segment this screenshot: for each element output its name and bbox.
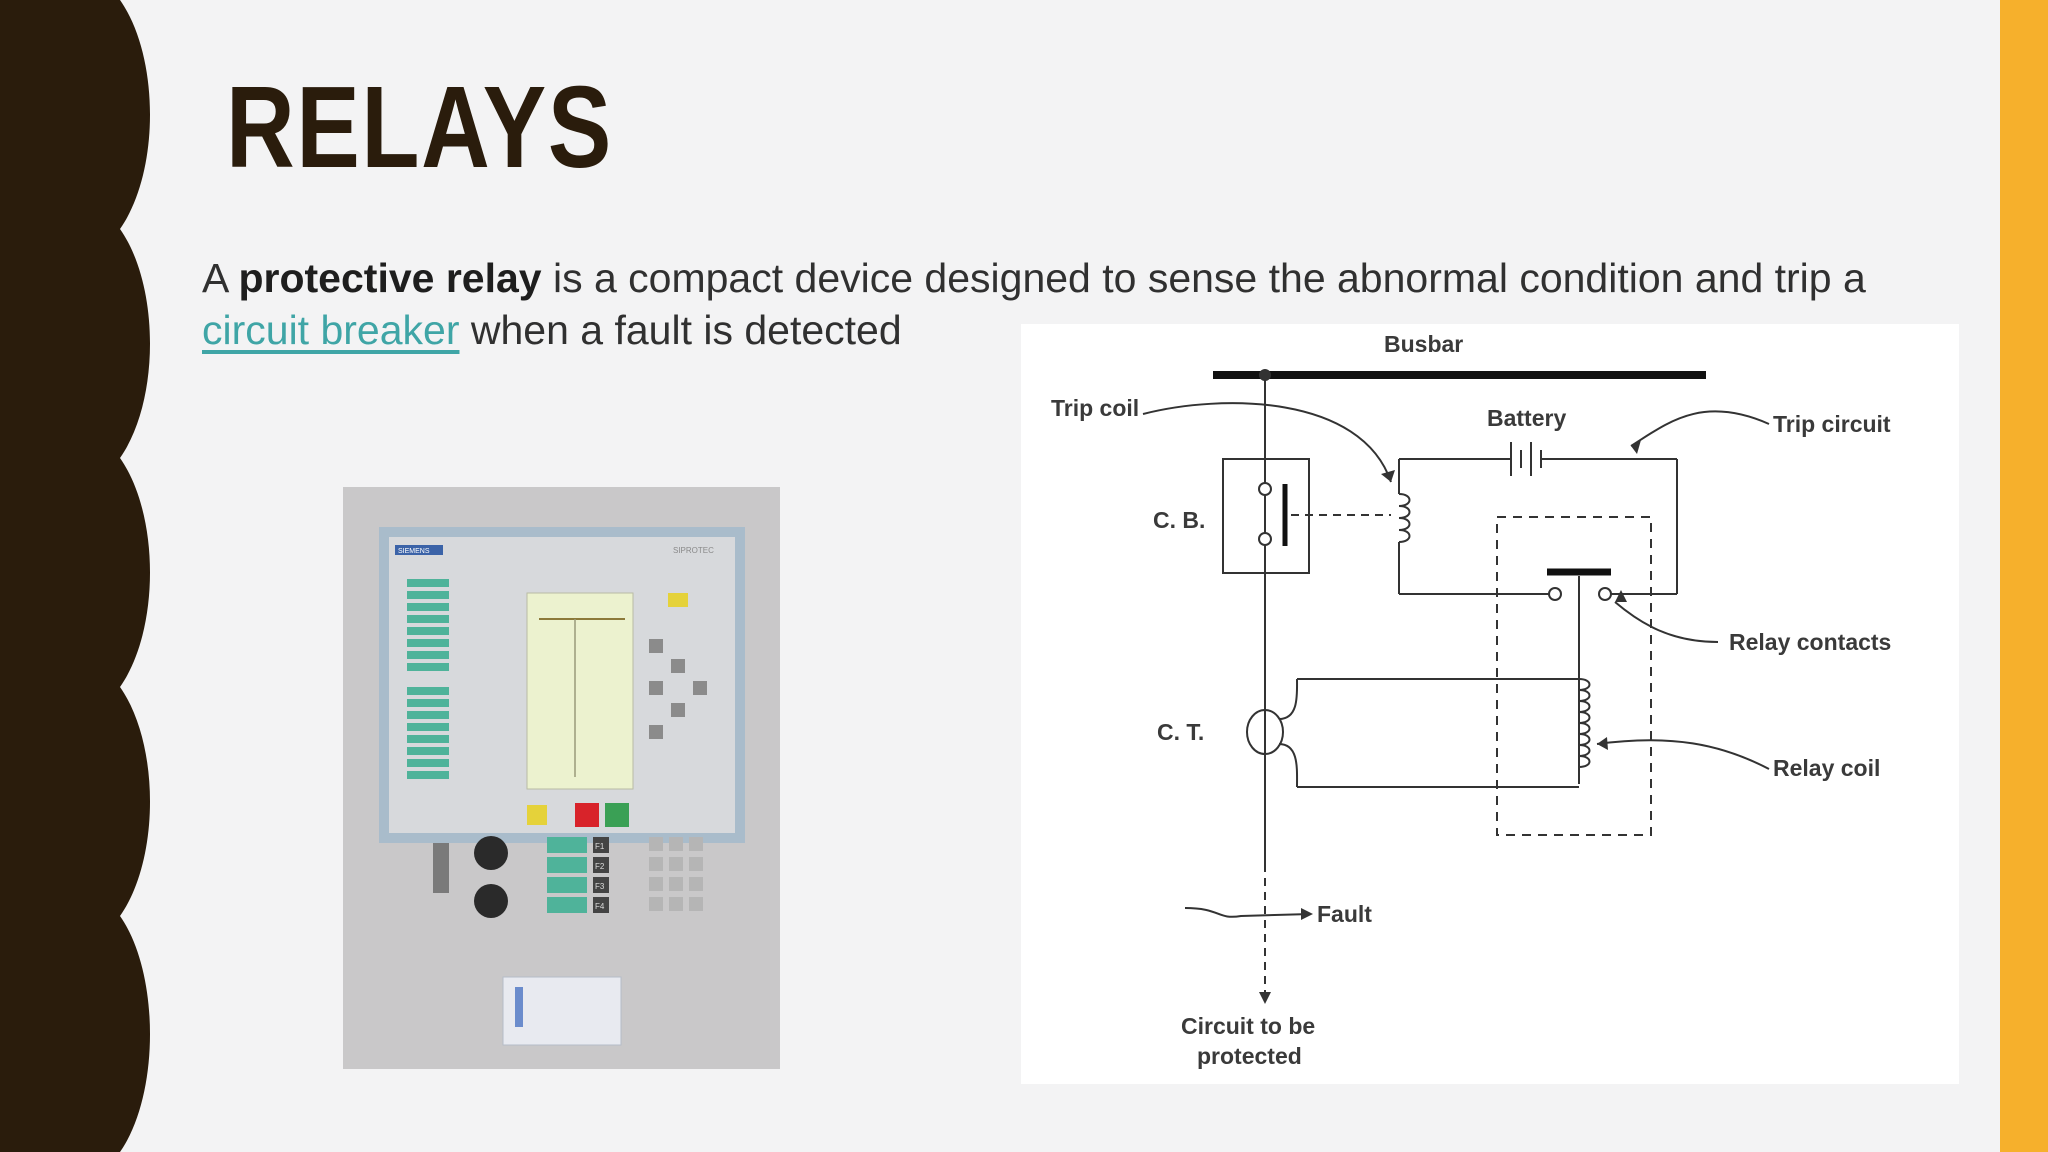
fault-label: Fault [1317,901,1372,927]
circuit-label-line1: Circuit to be [1181,1013,1315,1039]
trip-circuit-label: Trip circuit [1773,411,1891,437]
f3-key: F3 [595,882,605,891]
slide-title: RELAYS [226,62,613,192]
model-label: SIPROTEC [673,546,714,555]
f1-key: F1 [595,842,605,851]
slide-body-text: A protective relay is a compact device d… [202,252,1922,356]
f2-key: F2 [595,862,605,871]
circuit-label-line2: protected [1197,1043,1302,1069]
relay-circuit-diagram: Busbar Trip coil Battery Trip circuit C.… [1021,324,1959,1084]
protective-relay-device-image: SIEMENS SIPROTEC F1 F2 F3 F4 [343,487,780,1069]
relay-coil-label: Relay coil [1773,755,1880,781]
circuit-breaker-link[interactable]: circuit breaker [202,307,460,353]
busbar-label: Busbar [1384,331,1463,357]
body-text-part3: when a fault is detected [459,307,902,353]
cb-label: C. B. [1153,507,1205,533]
f4-key: F4 [595,902,605,911]
right-accent-band [2000,0,2048,1152]
bold-term: protective relay [238,255,542,301]
left-wavy-band [0,0,150,1152]
body-text-part1: A [202,255,239,301]
body-text-part2: is a compact device designed to sense th… [541,255,1866,301]
battery-label: Battery [1487,405,1566,431]
ct-label: C. T. [1157,719,1204,745]
brand-label: SIEMENS [398,548,430,555]
relay-contacts-label: Relay contacts [1729,629,1891,655]
trip-coil-label: Trip coil [1051,395,1139,421]
